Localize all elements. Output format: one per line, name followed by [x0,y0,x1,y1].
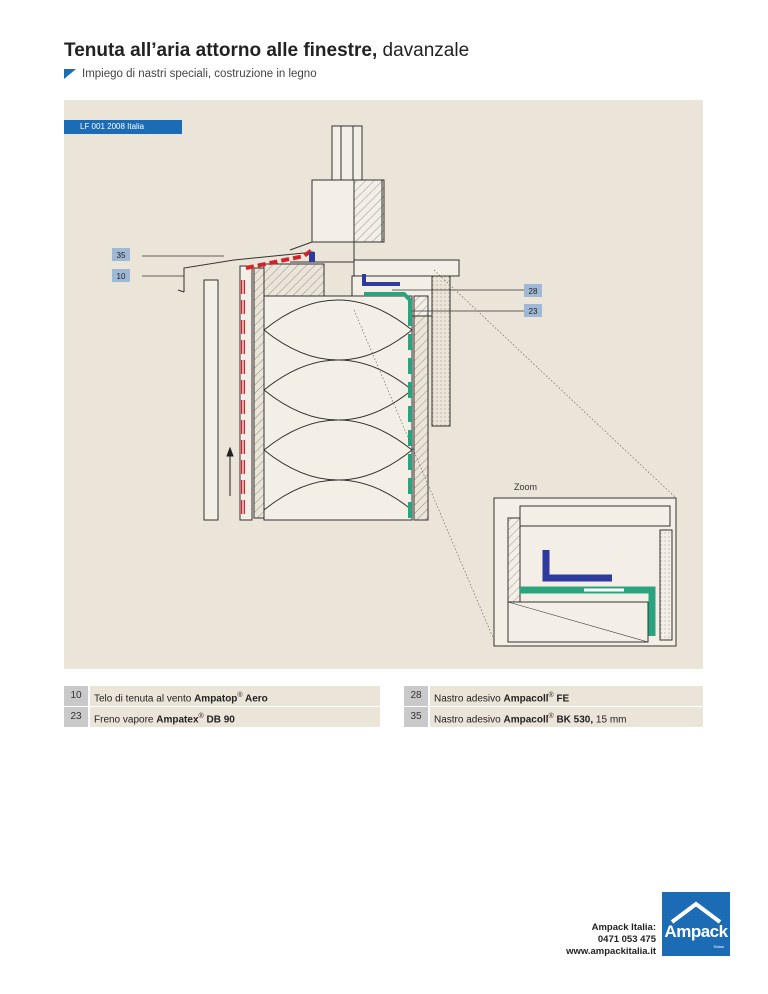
callout-boxes [112,248,542,317]
roof-icon [670,901,722,924]
legend-number: 35 [404,707,428,727]
zoom-detail [493,497,677,647]
sealing-tapes [309,252,400,286]
drawing-reference-tag: LF 001 2008 Italia [64,120,182,134]
airflow-arrow-icon [226,446,234,496]
leader-lines [142,255,524,312]
diagram-panel: 35 10 28 23 Zoom LF 001 2008 Italia [64,100,703,669]
page-title: Tenuta all’aria attorno alle finestre, d… [64,40,469,62]
subtitle-text: Impiego di nastri speciali, costruzione … [82,68,317,80]
zoom-projection [353,269,677,641]
logo-word: Ampack [664,922,728,941]
legend-number: 23 [64,707,88,727]
ampack-logo: Ampack Swiss [662,892,730,956]
legend-text: Nastro adesivo Ampacoll® BK 530, 15 mm [430,707,703,727]
legend-text: Telo di tenuta al vento Ampatop® Aero [90,686,380,706]
contact-phone: 0471 053 475 [597,934,656,945]
legend-number: 28 [404,686,428,706]
legend-text: Nastro adesivo Ampacoll® FE [430,686,703,706]
legend-text: Freno vapore Ampatex® DB 90 [90,707,380,727]
legend-item: 23 Freno vapore Ampatex® DB 90 [64,707,380,727]
logo-sub: Swiss [713,944,724,949]
triangle-bullet-icon [64,69,76,79]
contact-company: Ampack Italia: [591,922,656,933]
zoom-label: Zoom [514,482,537,492]
callout-28: 28 [529,287,538,296]
legend-number: 10 [64,686,88,706]
page-subtitle: Impiego di nastri speciali, costruzione … [64,68,317,80]
legend-item: 10 Telo di tenuta al vento Ampatop® Aero [64,686,380,706]
window-frame [289,125,385,263]
vapour-retarder-23 [364,292,412,520]
contact-block: Ampack Italia: 0471 053 475 www.ampackit… [566,922,656,958]
legend-item: 35 Nastro adesivo Ampacoll® BK 530, 15 m… [404,707,703,727]
legend-item: 28 Nastro adesivo Ampacoll® FE [404,686,703,706]
title-light: davanzale [382,40,470,61]
callout-23: 23 [529,307,538,316]
section-drawing: 35 10 28 23 Zoom [112,125,677,647]
outer-sill [177,251,315,293]
callout-35: 35 [117,251,126,260]
title-bold: Tenuta all’aria attorno alle finestre, [64,40,378,61]
wall-studs [203,263,429,521]
callout-10: 10 [117,272,126,281]
contact-website[interactable]: www.ampackitalia.it [566,946,656,957]
